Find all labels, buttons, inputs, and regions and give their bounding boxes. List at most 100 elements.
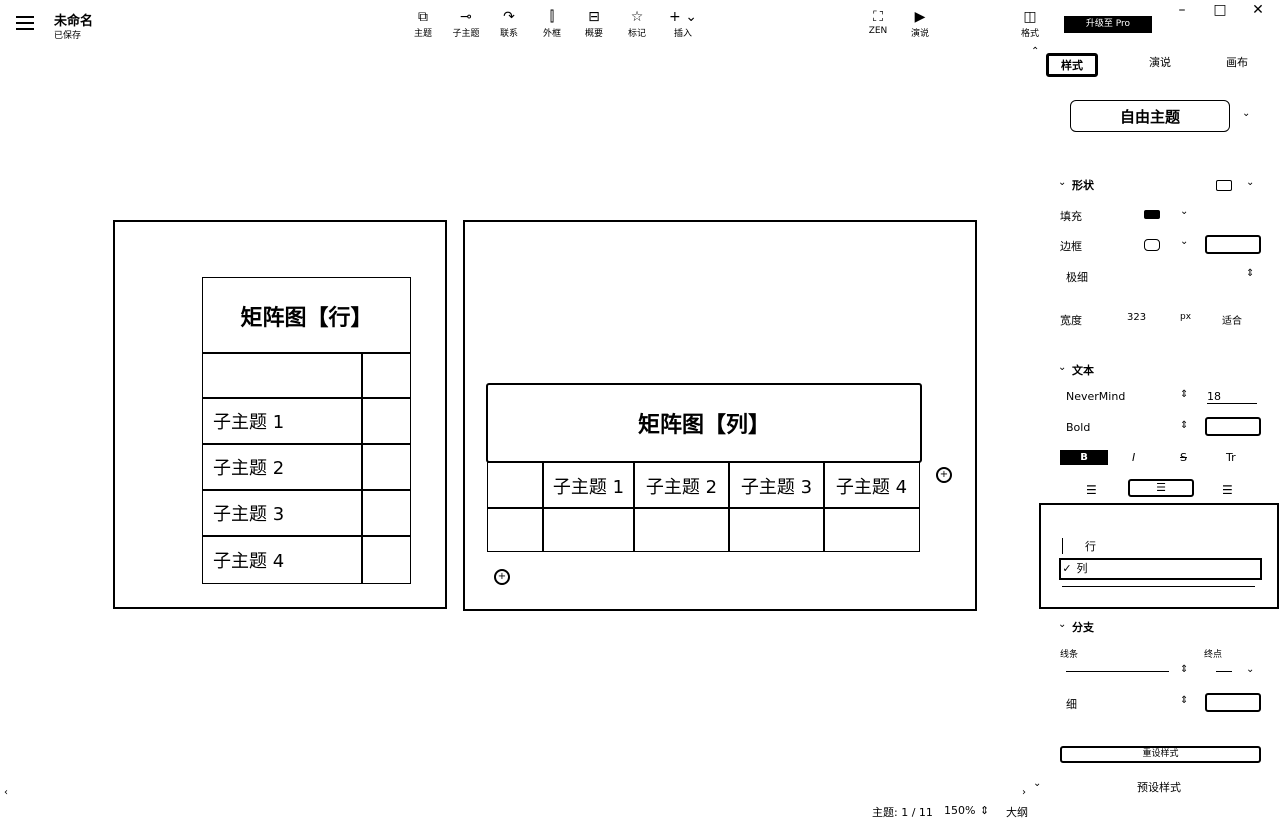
matrix-direction-dropdown: [1039, 503, 1279, 609]
matrix-cell[interactable]: [361, 397, 411, 445]
tab-style[interactable]: 样式: [1046, 53, 1098, 77]
border-color-button[interactable]: [1205, 235, 1261, 254]
matrix-cell[interactable]: [361, 489, 411, 537]
tab-pitch[interactable]: 演说: [1149, 56, 1171, 69]
chevron-down-icon[interactable]: ⌄: [1246, 664, 1255, 675]
dropdown-option-column[interactable]: ✓ 列: [1059, 558, 1262, 580]
font-weight-select[interactable]: Bold: [1066, 421, 1091, 434]
row-label[interactable]: 子主题 1: [202, 397, 363, 445]
add-row-icon[interactable]: +: [494, 569, 510, 585]
boundary-icon: ⫿: [549, 9, 555, 25]
menu-icon[interactable]: [14, 12, 36, 34]
play-icon: ▶: [914, 9, 926, 25]
italic-button[interactable]: I: [1132, 451, 1136, 464]
matrix-cell[interactable]: [728, 507, 825, 552]
matrix-cell[interactable]: [542, 507, 635, 552]
format-button[interactable]: ◫格式: [1008, 8, 1052, 39]
reset-style-button[interactable]: 重设样式: [1060, 746, 1261, 763]
align-left-icon[interactable]: ☰: [1086, 483, 1097, 497]
chevron-up-icon[interactable]: ⌃: [1031, 46, 1040, 57]
add-column-icon[interactable]: +: [936, 467, 952, 483]
summary-button[interactable]: ⊟概要: [572, 8, 616, 39]
column-label[interactable]: 子主题 1: [542, 462, 635, 509]
fit-button[interactable]: 适合: [1222, 316, 1242, 327]
left-canvas-frame: [113, 220, 447, 609]
fill-color-swatch[interactable]: [1144, 210, 1160, 219]
matrix-cell[interactable]: [633, 507, 730, 552]
branch-color-button[interactable]: [1205, 693, 1261, 712]
chevron-updown-icon[interactable]: ⇕: [1180, 420, 1189, 431]
close-icon[interactable]: ✕: [1252, 2, 1264, 18]
chevron-updown-icon[interactable]: ⇕: [1180, 664, 1189, 675]
summary-icon: ⊟: [588, 9, 600, 25]
theme-button[interactable]: 自由主题: [1070, 100, 1230, 132]
plus-icon: + ⌄: [669, 9, 697, 25]
column-label[interactable]: 子主题 4: [823, 462, 920, 509]
line-style-select[interactable]: [1066, 671, 1169, 672]
chevron-down-icon[interactable]: ⌄: [1033, 778, 1042, 789]
zoom-level[interactable]: 150%: [944, 804, 976, 817]
matrix-cell[interactable]: [361, 535, 411, 584]
topic-button[interactable]: ⧉主题: [401, 8, 445, 39]
strikethrough-button[interactable]: S: [1180, 451, 1187, 464]
chevron-down-icon[interactable]: ⌄: [1180, 206, 1189, 217]
border-thickness-value[interactable]: 极细: [1066, 271, 1088, 284]
chevron-down-icon[interactable]: ⌄: [1058, 619, 1067, 630]
end-label: 终点: [1204, 650, 1223, 660]
matrix-header-cell[interactable]: [487, 462, 544, 509]
chevron-down-icon[interactable]: ⌄: [1058, 362, 1067, 373]
row-label[interactable]: 子主题 4: [202, 535, 363, 584]
chevron-left-icon[interactable]: ‹: [4, 787, 8, 798]
width-input[interactable]: 323: [1127, 312, 1147, 323]
dropdown-option-row[interactable]: 行: [1062, 538, 1262, 554]
column-label[interactable]: 子主题 2: [633, 462, 730, 509]
chevron-down-icon[interactable]: ⌄: [1180, 236, 1189, 247]
matrix-cell[interactable]: [487, 507, 544, 552]
border-style-icon[interactable]: [1144, 239, 1160, 251]
maximize-icon[interactable]: □: [1213, 2, 1227, 18]
text-color-button[interactable]: [1205, 417, 1261, 436]
chevron-updown-icon[interactable]: ⇕: [1246, 268, 1255, 279]
dropdown-divider: [1062, 586, 1255, 587]
chevron-down-icon[interactable]: ⌄: [1058, 177, 1067, 188]
align-right-icon[interactable]: ☰: [1222, 483, 1233, 497]
matrix-header-cell[interactable]: [361, 352, 411, 399]
boundary-button[interactable]: ⫿外框: [530, 8, 574, 39]
matrix-column-title[interactable]: 矩阵图【列】: [486, 383, 922, 463]
chevron-down-icon[interactable]: ⌄: [1242, 108, 1251, 119]
matrix-cell[interactable]: [823, 507, 920, 552]
text-section-title: 文本: [1072, 364, 1094, 377]
matrix-row-title[interactable]: 矩阵图【行】: [202, 277, 411, 354]
row-label[interactable]: 子主题 2: [202, 443, 363, 491]
zen-button[interactable]: ⛶ZEN: [856, 8, 900, 36]
save-status: 已保存: [54, 31, 82, 41]
marker-button[interactable]: ☆标记: [615, 8, 659, 39]
outline-button[interactable]: 大纲: [1006, 806, 1028, 819]
align-center-icon[interactable]: ☰: [1128, 479, 1194, 497]
chevron-updown-icon[interactable]: ⇕: [1180, 695, 1189, 706]
matrix-cell[interactable]: [361, 443, 411, 491]
bold-button[interactable]: B: [1060, 450, 1108, 465]
subtopic-button[interactable]: ⊸子主题: [444, 8, 488, 39]
end-style-select[interactable]: [1216, 671, 1232, 672]
upgrade-button[interactable]: 升级至 Pro: [1064, 16, 1152, 33]
column-label[interactable]: 子主题 3: [728, 462, 825, 509]
pitch-button[interactable]: ▶演说: [898, 8, 942, 39]
branch-thickness-value[interactable]: 细: [1066, 698, 1077, 711]
minimize-icon[interactable]: –: [1178, 2, 1186, 18]
font-size-select[interactable]: 18: [1207, 390, 1257, 404]
row-label[interactable]: 子主题 3: [202, 489, 363, 537]
chevron-right-icon[interactable]: ›: [1022, 787, 1026, 798]
matrix-header-cell[interactable]: [202, 352, 363, 399]
insert-button[interactable]: + ⌄插入: [661, 8, 705, 39]
relationship-icon: ↷: [503, 9, 515, 25]
tab-canvas[interactable]: 画布: [1226, 56, 1248, 69]
text-case-button[interactable]: Tr: [1226, 451, 1236, 464]
font-family-select[interactable]: NeverMind: [1066, 390, 1126, 403]
zoom-stepper-icon[interactable]: ⇕: [980, 804, 990, 817]
relationship-button[interactable]: ↷联系: [487, 8, 531, 39]
preset-style-label: 预设样式: [1137, 781, 1181, 794]
chevron-down-icon[interactable]: ⌄: [1246, 177, 1255, 188]
chevron-updown-icon[interactable]: ⇕: [1180, 389, 1189, 400]
shape-rect-icon[interactable]: [1216, 180, 1232, 191]
